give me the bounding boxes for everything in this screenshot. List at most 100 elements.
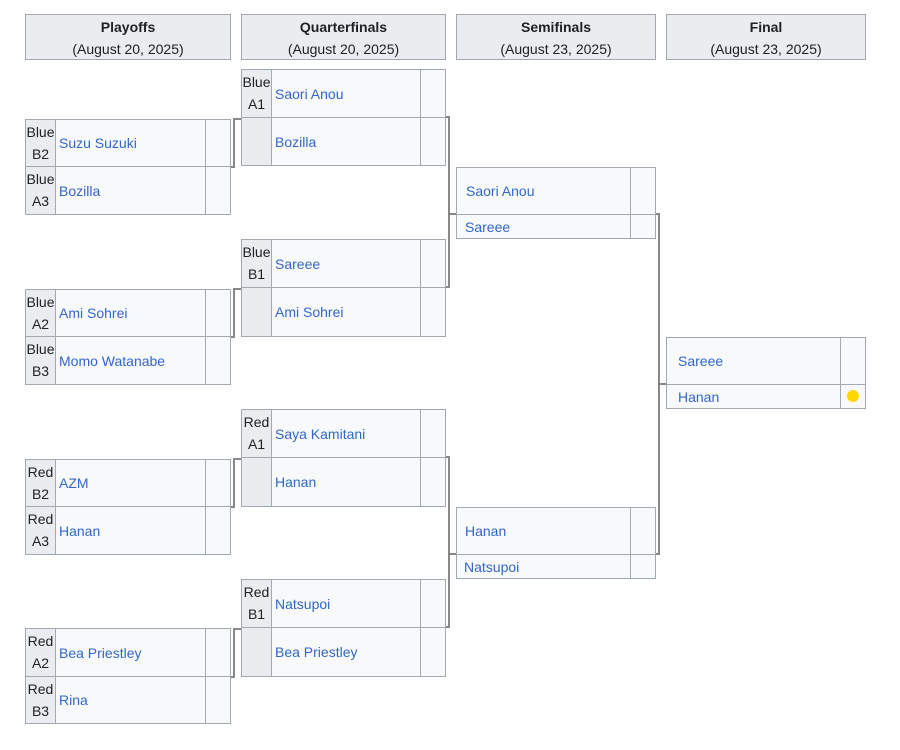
round-header-playoffs: Playoffs (August 20, 2025): [25, 14, 231, 60]
score-cell: [420, 287, 446, 337]
bracket-connector: [233, 628, 241, 630]
bracket-connector: [448, 213, 456, 215]
seed-number: B1: [247, 606, 266, 622]
seed-cell: Blue A3: [25, 166, 56, 215]
score-cell: [630, 167, 656, 215]
competitor-link[interactable]: Natsupoi: [456, 554, 631, 579]
competitor-link[interactable]: Bea Priestley: [55, 628, 206, 677]
competitor-link[interactable]: Sareee: [666, 337, 841, 385]
seed-cell: Red B1: [241, 579, 272, 628]
seed-cell: [241, 457, 272, 507]
competitor-link[interactable]: Bea Priestley: [271, 627, 421, 677]
round-header-quarterfinals: Quarterfinals (August 20, 2025): [241, 14, 446, 60]
score-cell: [630, 214, 656, 239]
seed-cell: Blue B3: [25, 336, 56, 385]
bracket-connector: [233, 628, 235, 678]
round-title: Playoffs: [100, 19, 156, 35]
competitor-link[interactable]: Hanan: [271, 457, 421, 507]
score-cell: [630, 507, 656, 555]
bracket-connector: [233, 458, 235, 508]
seed-group: Red: [27, 511, 54, 527]
competitor-link[interactable]: Bozilla: [55, 166, 206, 215]
seed-number: A1: [247, 436, 266, 452]
seed-cell: [241, 627, 272, 677]
seed-group: Red: [27, 633, 54, 649]
bracket-connector: [233, 288, 241, 290]
seed-group: Blue: [26, 341, 55, 357]
round-title: Quarterfinals: [299, 19, 388, 35]
competitor-link[interactable]: Ami Sohrei: [55, 289, 206, 337]
competitor-link[interactable]: Natsupoi: [271, 579, 421, 628]
seed-number: A2: [31, 655, 50, 671]
seed-number: A3: [31, 193, 50, 209]
competitor-link[interactable]: Hanan: [456, 507, 631, 555]
round-title: Semifinals: [520, 19, 592, 35]
seed-cell: Red B2: [25, 459, 56, 507]
score-cell: [205, 289, 231, 337]
seed-group: Red: [243, 584, 270, 600]
seed-cell: Red A2: [25, 628, 56, 677]
bracket-connector: [233, 288, 235, 338]
bracket-connector: [448, 456, 450, 628]
round-date: (August 20, 2025): [287, 41, 400, 57]
bracket-connector: [448, 116, 450, 288]
seed-number: B3: [31, 363, 50, 379]
score-cell: [420, 457, 446, 507]
bracket-connector: [656, 553, 660, 555]
competitor-link[interactable]: Sareee: [456, 214, 631, 239]
competitor-link[interactable]: Saori Anou: [271, 69, 421, 118]
score-cell: [205, 459, 231, 507]
score-cell: [420, 117, 446, 166]
score-cell: [420, 579, 446, 628]
round-title: Final: [749, 19, 783, 35]
winner-marker-icon: [847, 390, 859, 402]
competitor-link[interactable]: Saya Kamitani: [271, 409, 421, 458]
seed-cell: Red A1: [241, 409, 272, 458]
score-cell: [205, 119, 231, 167]
bracket-connector: [448, 553, 456, 555]
seed-group: Blue: [26, 171, 55, 187]
competitor-link[interactable]: Momo Watanabe: [55, 336, 206, 385]
score-cell: [205, 336, 231, 385]
round-date: (August 23, 2025): [710, 41, 822, 57]
competitor-link[interactable]: Ami Sohrei: [271, 287, 421, 337]
seed-group: Red: [243, 414, 270, 430]
round-date: (August 23, 2025): [500, 41, 612, 57]
competitor-link[interactable]: Sareee: [271, 239, 421, 288]
seed-cell: Blue A2: [25, 289, 56, 337]
competitor-link[interactable]: Hanan: [666, 384, 841, 409]
score-cell: [840, 337, 866, 385]
seed-cell: [241, 287, 272, 337]
competitor-link[interactable]: AZM: [55, 459, 206, 507]
bracket-connector: [658, 383, 666, 385]
competitor-link[interactable]: Suzu Suzuki: [55, 119, 206, 167]
competitor-link[interactable]: Bozilla: [271, 117, 421, 166]
competitor-link[interactable]: Rina: [55, 676, 206, 724]
bracket-connector: [446, 286, 450, 288]
score-cell: [205, 506, 231, 555]
score-cell: [420, 627, 446, 677]
seed-group: Red: [27, 681, 54, 697]
seed-number: B2: [31, 146, 50, 162]
score-cell: [840, 384, 866, 409]
round-header-final: Final (August 23, 2025): [666, 14, 866, 60]
round-date: (August 20, 2025): [72, 41, 184, 57]
competitor-link[interactable]: Hanan: [55, 506, 206, 555]
seed-cell: Blue A1: [241, 69, 272, 118]
seed-cell: Blue B2: [25, 119, 56, 167]
seed-number: A2: [31, 316, 50, 332]
competitor-link[interactable]: Saori Anou: [456, 167, 631, 215]
bracket-connector: [233, 118, 235, 168]
seed-group: Blue: [242, 244, 271, 260]
score-cell: [205, 628, 231, 677]
score-cell: [420, 239, 446, 288]
seed-cell: [241, 117, 272, 166]
score-cell: [205, 166, 231, 215]
score-cell: [420, 69, 446, 118]
bracket-connector: [233, 118, 241, 120]
seed-number: B2: [31, 486, 50, 502]
seed-group: Blue: [26, 294, 55, 310]
seed-group: Blue: [26, 124, 55, 140]
score-cell: [420, 409, 446, 458]
seed-cell: Red A3: [25, 506, 56, 555]
